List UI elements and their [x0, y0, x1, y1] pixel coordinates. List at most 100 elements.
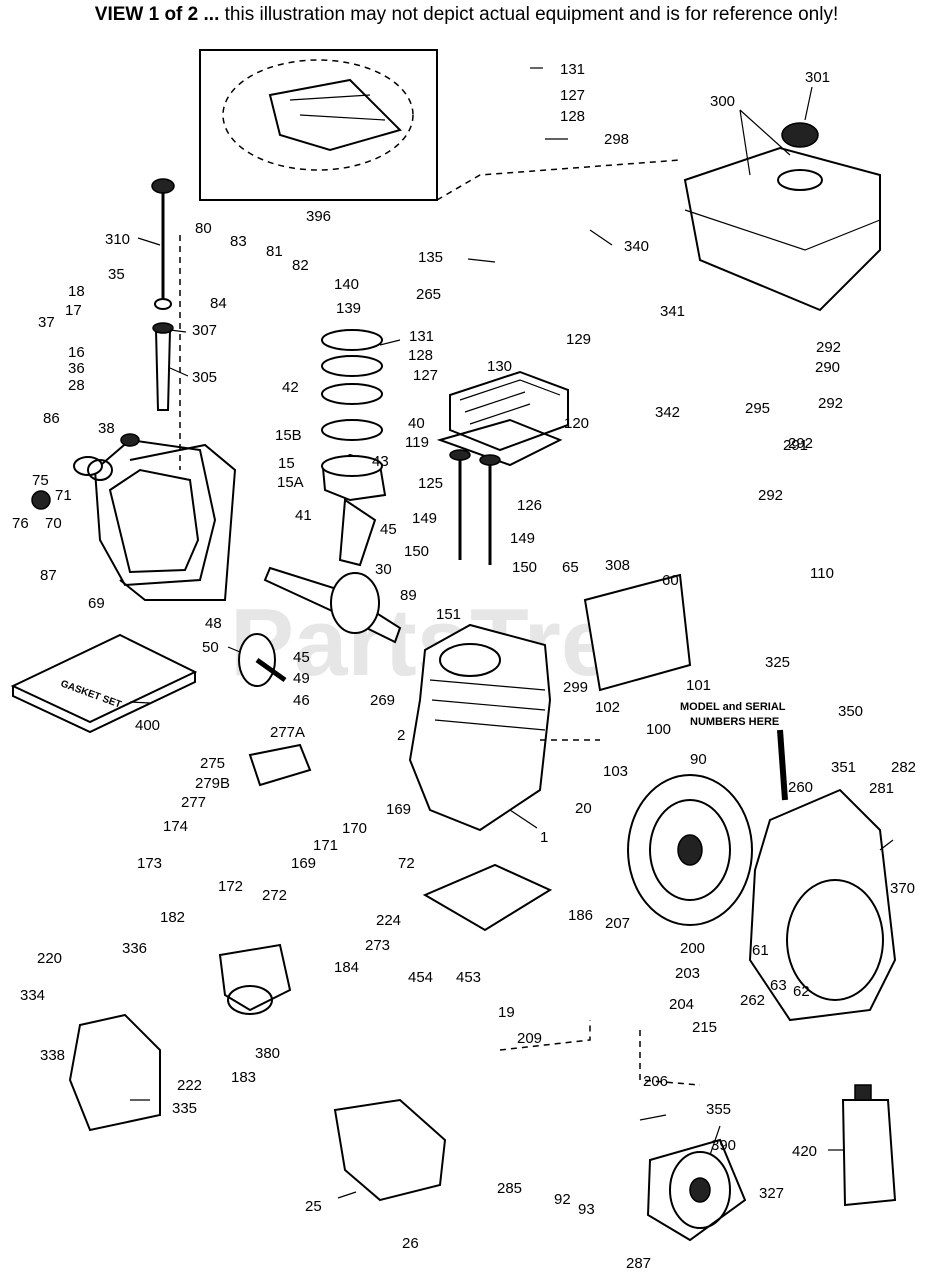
callout-49: 49	[293, 670, 310, 687]
callout-89: 89	[400, 587, 417, 604]
callout-36: 36	[68, 360, 85, 377]
muffler	[248, 743, 312, 787]
callout-140: 140	[334, 276, 359, 293]
callout-119: 119	[405, 434, 429, 451]
callout-396: 396	[306, 208, 331, 225]
callout-295: 295	[745, 400, 770, 417]
callout-200: 200	[680, 940, 705, 957]
callout-127b: 127	[413, 367, 438, 384]
callout-400: 400	[135, 717, 160, 734]
callout-15B: 15B	[275, 427, 302, 444]
callout-72: 72	[398, 855, 415, 872]
callout-308: 308	[605, 557, 630, 574]
callout-71: 71	[55, 487, 72, 504]
callout-93: 93	[578, 1201, 595, 1218]
callout-277: 277	[181, 794, 206, 811]
callout-103: 103	[603, 763, 628, 780]
model-serial-note-line2: NUMBERS HERE	[690, 716, 779, 728]
disclaimer-text: this illustration may not depict actual …	[219, 4, 839, 25]
engine-block	[408, 623, 552, 832]
callout-341: 341	[660, 303, 685, 320]
callout-342: 342	[655, 404, 680, 421]
callout-15: 15	[278, 455, 295, 472]
air-guide-plate	[583, 573, 692, 692]
callout-285: 285	[497, 1180, 522, 1197]
callout-30: 30	[375, 561, 392, 578]
callout-70: 70	[45, 515, 62, 532]
callout-90: 90	[690, 751, 707, 768]
callout-206: 206	[643, 1073, 668, 1090]
callout-48: 48	[205, 615, 222, 632]
callout-335: 335	[172, 1100, 197, 1117]
callout-380: 380	[255, 1045, 280, 1062]
callout-262: 262	[740, 992, 765, 1009]
callout-87: 87	[40, 567, 57, 584]
callout-35: 35	[108, 266, 125, 283]
callout-65: 65	[562, 559, 579, 576]
callout-63: 63	[770, 977, 787, 994]
callout-150a: 150	[404, 543, 429, 560]
callout-184: 184	[334, 959, 359, 976]
callout-19: 19	[498, 1004, 515, 1021]
callout-169b: 169	[291, 855, 316, 872]
callout-291: 291	[783, 437, 808, 454]
crankshaft	[263, 566, 402, 644]
callout-69: 69	[88, 595, 105, 612]
callout-215: 215	[692, 1019, 717, 1036]
callout-260: 260	[788, 779, 813, 796]
callout-183: 183	[231, 1069, 256, 1086]
callout-336: 336	[122, 940, 147, 957]
callout-292d: 292	[758, 487, 783, 504]
callout-301: 301	[805, 69, 830, 86]
connecting-rod	[338, 498, 377, 567]
callout-92: 92	[554, 1191, 571, 1208]
callout-224: 224	[376, 912, 401, 929]
callout-1: 1	[540, 829, 548, 846]
callout-290: 290	[815, 359, 840, 376]
callout-171: 171	[313, 837, 338, 854]
callout-350: 350	[838, 703, 863, 720]
callout-83: 83	[230, 233, 247, 250]
callout-16: 16	[68, 344, 85, 361]
inset-diagram-396	[199, 49, 438, 201]
callout-265: 265	[416, 286, 441, 303]
callout-28: 28	[68, 377, 85, 394]
callout-100: 100	[646, 721, 671, 738]
dipstick-group	[151, 178, 175, 411]
callout-20: 20	[575, 800, 592, 817]
callout-75: 75	[32, 472, 49, 489]
callout-222: 222	[177, 1077, 202, 1094]
callout-150b: 150	[512, 559, 537, 576]
callout-281: 281	[869, 780, 894, 797]
callout-453: 453	[456, 969, 481, 986]
callout-131b: 131	[409, 328, 434, 345]
callout-128a: 128	[560, 108, 585, 125]
callout-25: 25	[305, 1198, 322, 1215]
callout-275: 275	[200, 755, 225, 772]
fuel-tank	[683, 122, 881, 312]
callout-130: 130	[487, 358, 512, 375]
leader-lines	[129, 67, 894, 1199]
callout-169a: 169	[386, 801, 411, 818]
callout-50: 50	[202, 639, 219, 656]
callout-292a: 292	[816, 339, 841, 356]
callout-220: 220	[37, 950, 62, 967]
cam-gear	[238, 633, 287, 687]
callout-338: 338	[40, 1047, 65, 1064]
callout-327: 327	[759, 1185, 784, 1202]
callout-149b: 149	[510, 530, 535, 547]
callout-186: 186	[568, 907, 593, 924]
callout-420: 420	[792, 1143, 817, 1160]
callout-18: 18	[68, 283, 85, 300]
callout-272: 272	[262, 887, 287, 904]
callout-307: 307	[192, 322, 217, 339]
callout-84: 84	[210, 295, 227, 312]
crankcase-cover-group	[31, 433, 237, 601]
callout-131a: 131	[560, 61, 585, 78]
callout-325: 325	[765, 654, 790, 671]
callout-282: 282	[891, 759, 916, 776]
callout-139: 139	[336, 300, 361, 317]
callout-279B: 279B	[195, 775, 230, 792]
callout-207: 207	[605, 915, 630, 932]
callout-40: 40	[408, 415, 425, 432]
